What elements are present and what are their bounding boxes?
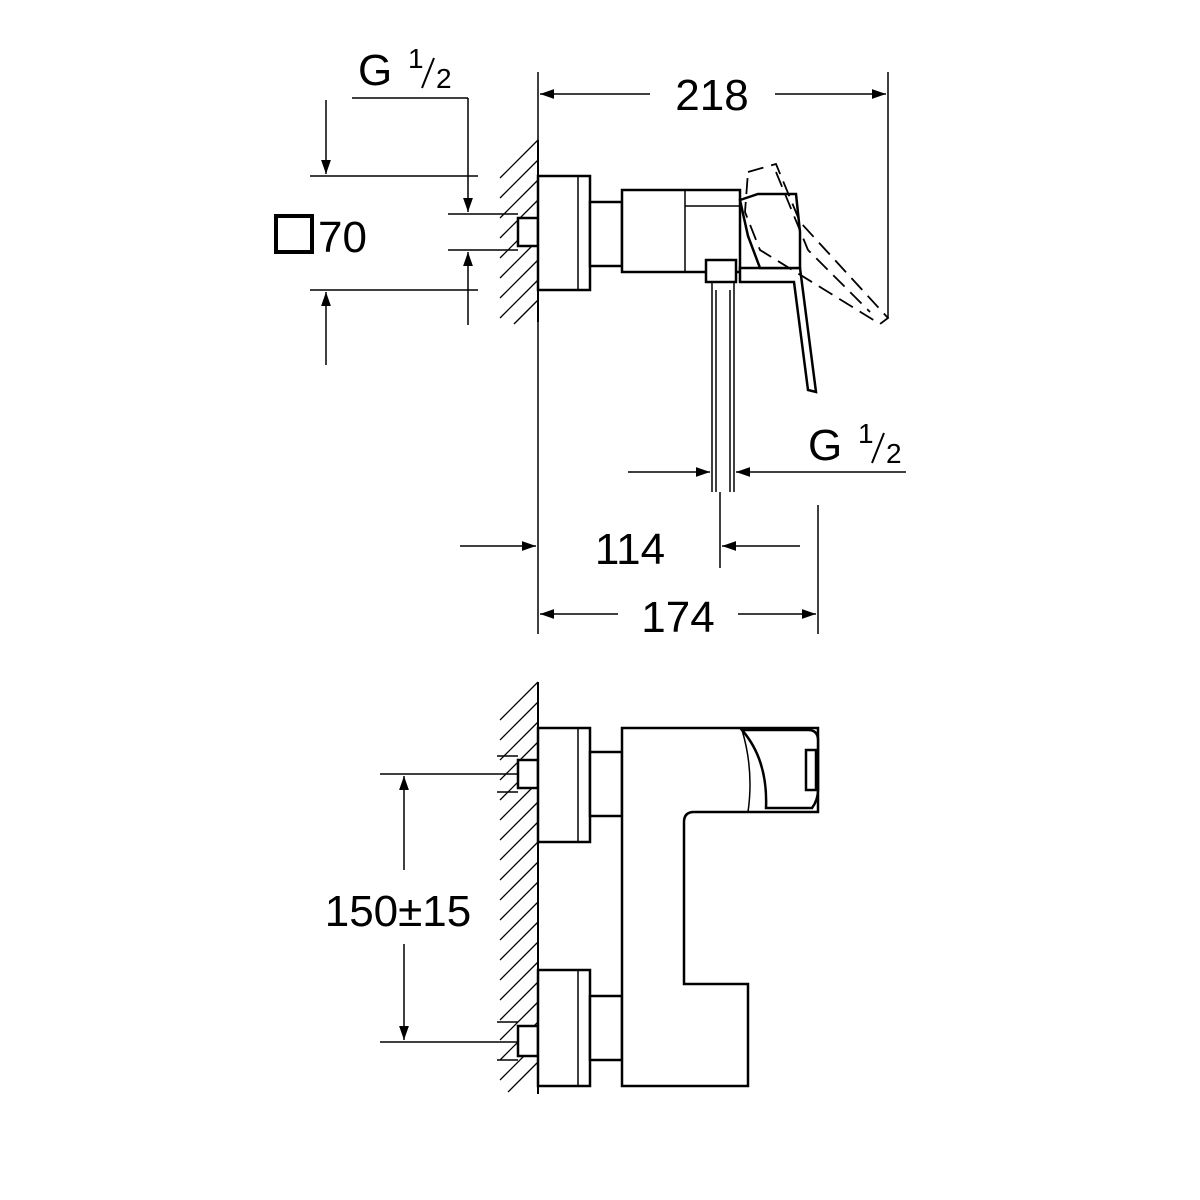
front-view: 150±15: [325, 681, 820, 1094]
svg-text:1: 1: [408, 43, 424, 74]
mixer-body-front: [620, 726, 820, 1088]
pipe-stub-side: [516, 216, 540, 248]
rosette-side: [536, 174, 592, 292]
dim-square-70: 70: [318, 213, 367, 262]
lever-front: [739, 728, 820, 810]
wall-hatching-front: [499, 681, 539, 1093]
nipple-upper: [588, 750, 624, 818]
dim-174: 174: [641, 593, 714, 642]
mixer-body-side: [620, 188, 742, 274]
svg-text:G: G: [808, 421, 842, 470]
outlet-connection: [704, 258, 738, 284]
pipe-stub-upper: [516, 758, 540, 790]
svg-text:2: 2: [886, 438, 902, 469]
rosette-upper: [536, 726, 592, 844]
dim-114: 114: [595, 525, 665, 574]
square-symbol: [274, 214, 314, 254]
thread-label-top: G 1 2: [358, 43, 452, 95]
side-view: 218 G 1 2 70 G 1 2: [274, 43, 906, 642]
nipple-lower: [588, 994, 624, 1062]
thread-label-outlet: G 1 2: [808, 418, 902, 470]
dim-150-15: 150±15: [325, 887, 472, 936]
rosette-lower: [536, 968, 592, 1088]
svg-text:G: G: [358, 46, 392, 95]
nipple-side: [588, 200, 624, 268]
svg-text:1: 1: [858, 418, 874, 449]
pipe-stub-lower: [516, 1024, 540, 1058]
lever-cap: [738, 192, 802, 270]
lever-tip: [804, 748, 818, 792]
lever-closed: [738, 266, 818, 394]
svg-text:2: 2: [436, 63, 452, 94]
dim-218: 218: [675, 71, 748, 120]
lever-open-dashed: [744, 162, 890, 326]
